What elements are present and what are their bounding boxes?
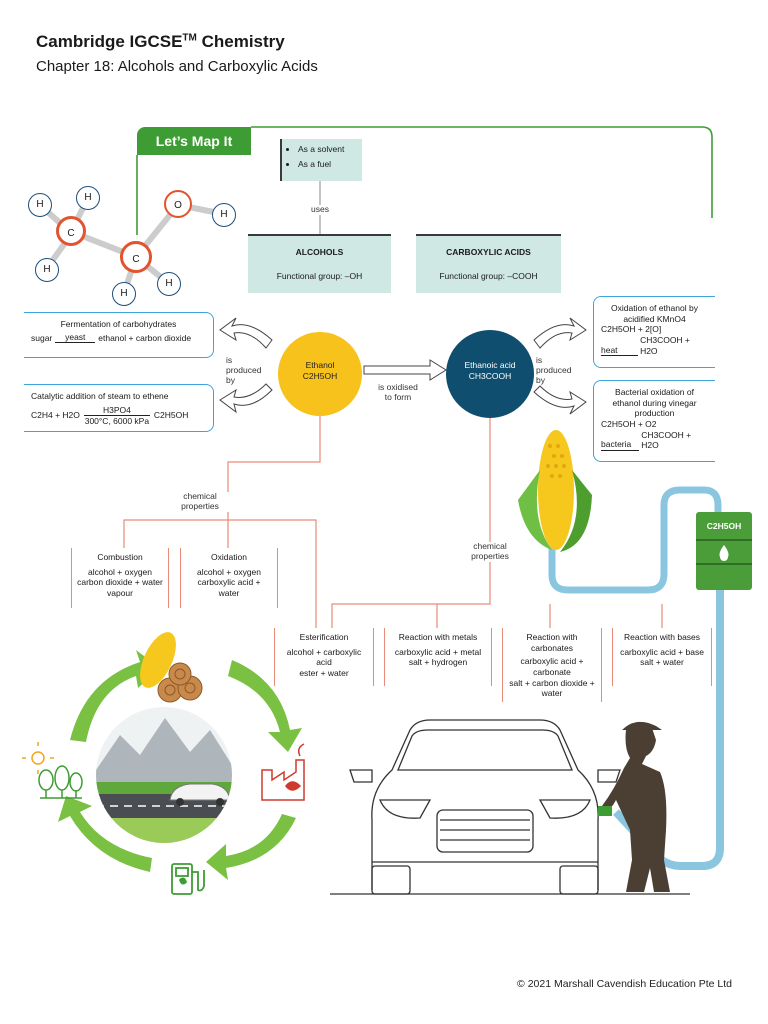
ethanol-name: Ethanol: [305, 360, 335, 370]
produced-by-label-left: is produced by: [226, 355, 262, 385]
oxidation-reactants: alcohol + oxygen: [196, 566, 262, 577]
combustion-title: Combustion: [97, 552, 143, 562]
combustion-products: carbon dioxide + water vapour: [77, 577, 163, 598]
kmno4-reactants: C2H5OH + 2[O]: [601, 324, 662, 335]
fermentation-box: Fermentation of carbohydrates sugar yeas…: [24, 312, 214, 358]
oxidation-products: carboxylic acid + water: [197, 577, 261, 598]
bases-reaction-box: Reaction with bases carboxylic acid + ba…: [612, 628, 712, 686]
drum-label: C2H5OH: [706, 521, 742, 531]
car-illustration: [330, 719, 690, 895]
carboxylic-title: CARBOXYLIC ACIDS: [446, 247, 531, 257]
catalytic-title: Catalytic addition of steam to ethene: [31, 391, 169, 401]
ethanol-formula: C2H5OH: [302, 370, 338, 381]
ethanoic-formula: CH3COOH: [468, 370, 512, 381]
esterification-box: Esterification alcohol + carboxylic acid…: [274, 628, 374, 686]
kmno4-title: Oxidation of ethanol by acidified KMnO4: [611, 303, 698, 324]
carbonates-title: Reaction with carbonates: [526, 632, 578, 653]
uses-item: As a solvent: [298, 144, 358, 155]
ethanoic-acid-circle: Ethanoic acid CH3COOH: [446, 330, 534, 418]
catalytic-reactants: C2H4 + H2O: [31, 410, 80, 421]
oxidation-title: Oxidation: [211, 552, 247, 562]
bases-title: Reaction with bases: [623, 632, 701, 642]
carbonates-products: salt + carbon dioxide + water: [509, 677, 595, 699]
oxidation-box: Oxidation alcohol + oxygen carboxylic ac…: [180, 548, 278, 608]
kmno4-oxidation-box: Oxidation of ethanol by acidified KMnO4 …: [593, 296, 715, 368]
catalytic-product: C2H5OH: [153, 410, 189, 421]
ethanoic-name: Ethanoic acid: [464, 360, 516, 370]
catalytic-arrow: H3PO4 300°C, 6000 kPa: [83, 404, 150, 427]
bases-products: salt + water: [640, 657, 684, 668]
molecule-atom-h: H: [112, 282, 136, 306]
chemical-properties-label-left: chemical properties: [170, 491, 230, 512]
molecule-atom-c: C: [120, 241, 152, 273]
copyright-footer: © 2021 Marshall Cavendish Education Pte …: [517, 978, 732, 990]
cycle-arrows: [58, 650, 302, 880]
fermentation-products: ethanol + carbon dioxide: [98, 332, 192, 343]
page-subtitle: Chapter 18: Alcohols and Carboxylic Acid…: [36, 58, 318, 75]
man-silhouette: [598, 721, 670, 892]
kmno4-product: CH3COOH + H2O: [640, 334, 690, 356]
bases-reactants: carboxylic acid + base: [620, 646, 704, 657]
bacterial-title: Bacterial oxidation of ethanol during vi…: [612, 387, 697, 419]
uses-label: uses: [302, 204, 338, 215]
metals-products: salt + hydrogen: [408, 657, 468, 668]
bacterial-condition: bacteria: [601, 439, 640, 451]
fermentation-title: Fermentation of carbohydrates: [60, 319, 177, 329]
esterification-products: ester + water: [299, 667, 349, 678]
alcohols-box: ALCOHOLS Functional group: –OH: [248, 234, 391, 293]
esterification-reactants: alcohol + carboxylic acid: [286, 646, 362, 668]
molecule-atom-o: O: [164, 190, 192, 218]
carbonates-reactants: carboxylic acid + carbonate: [520, 656, 584, 677]
carbonates-reaction-box: Reaction with carbonates carboxylic acid…: [502, 628, 602, 702]
metals-reaction-box: Reaction with metals carboxylic acid + m…: [384, 628, 492, 686]
combustion-reactants: alcohol + oxygen: [87, 566, 153, 577]
uses-item: As a fuel: [298, 159, 358, 170]
alcohols-title: ALCOHOLS: [295, 247, 344, 257]
carboxylic-acids-box: CARBOXYLIC ACIDS Functional group: –COOH: [416, 234, 561, 293]
alcohols-functional-group: Functional group: –OH: [276, 270, 363, 281]
bacterial-reactants: C2H5OH + O2: [601, 418, 657, 429]
molecule-atom-h: H: [76, 186, 100, 210]
biomass-illustration: [140, 632, 203, 703]
molecule-atom-h: H: [212, 203, 236, 227]
esterification-title: Esterification: [299, 632, 349, 642]
carboxylic-functional-group: Functional group: –COOH: [439, 270, 538, 281]
metals-reactants: carboxylic acid + metal: [394, 646, 482, 657]
page-title: Cambridge IGCSETM Chemistry: [36, 32, 285, 51]
factory-icon: [261, 743, 305, 801]
molecule-atom-h: H: [157, 272, 181, 296]
combustion-box: Combustion alcohol + oxygen carbon dioxi…: [71, 548, 169, 608]
fermentation-arrow: yeast: [55, 332, 96, 344]
catalytic-addition-box: Catalytic addition of steam to ethene C2…: [24, 384, 214, 432]
fuel-pump-icon: [171, 863, 205, 895]
uses-box: As a solvent As a fuel: [280, 139, 362, 181]
sun-trees-icon: [22, 742, 83, 799]
produced-by-label-right: is produced by: [536, 355, 572, 385]
fermentation-reactant: sugar: [31, 332, 53, 343]
metals-title: Reaction with metals: [398, 632, 478, 642]
bacterial-product: CH3COOH + H2O: [641, 429, 692, 451]
oxidised-label: is oxidised to form: [378, 382, 418, 402]
fuel-drum: [696, 512, 752, 590]
molecule-atom-h: H: [28, 193, 52, 217]
map-tag: Let’s Map It: [137, 127, 251, 155]
molecule-atom-c: C: [56, 216, 86, 246]
molecule-atom-h: H: [35, 258, 59, 282]
corn-illustration: [518, 430, 592, 552]
ethanol-circle: Ethanol C2H5OH: [278, 332, 362, 416]
kmno4-condition: heat: [601, 345, 639, 357]
chemical-properties-label-right: chemical properties: [460, 541, 520, 562]
bacterial-oxidation-box: Bacterial oxidation of ethanol during vi…: [593, 380, 715, 462]
landscape-scene: [96, 707, 232, 843]
